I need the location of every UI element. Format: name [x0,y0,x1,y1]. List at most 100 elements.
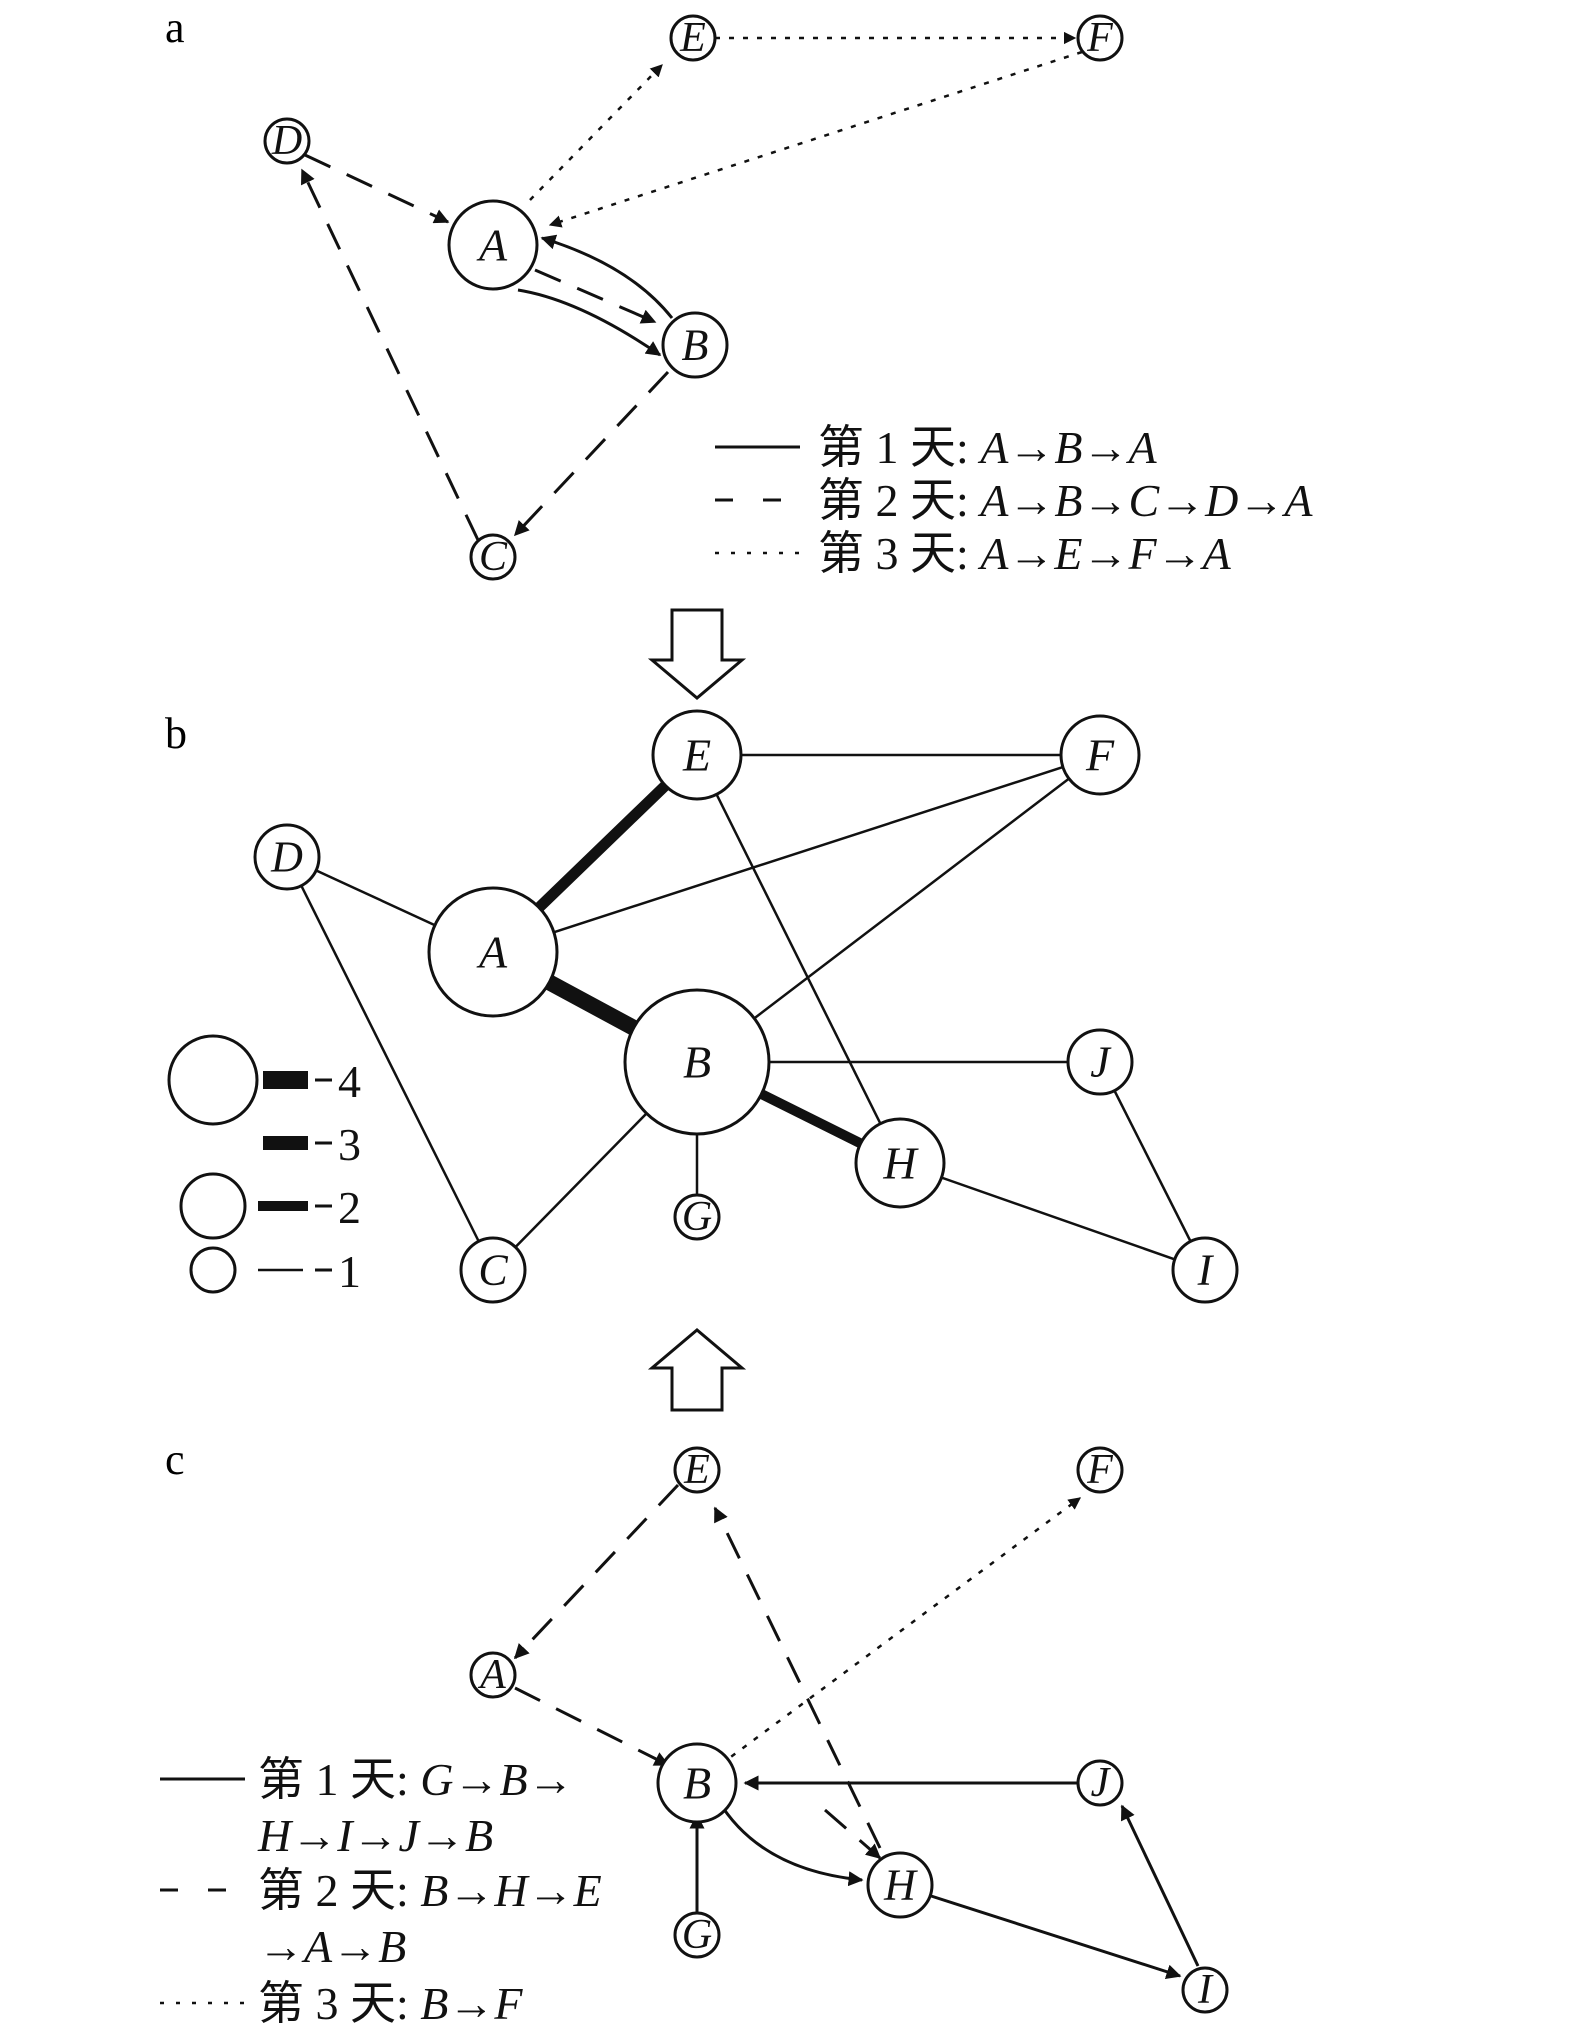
legend-c-day1: 第 1 天: G→B→ [258,1754,574,1805]
edge-a-day3-F-to-A [548,50,1083,228]
legend-a-day1: 第 1 天: A→B→A [818,422,1157,473]
svg-text:I: I [1197,1246,1215,1295]
svg-text:E: E [682,730,711,781]
panel-a-label: a [165,3,185,52]
edge-c-day2-B-to-H [824,1808,882,1860]
svg-text:G: G [682,1194,712,1240]
node-b-J: J [1066,1028,1134,1096]
svg-text:J: J [1091,1760,1112,1806]
scale-label-1: 1 [338,1246,361,1297]
svg-text:J: J [1090,1038,1112,1087]
legend-a-day3: 第 3 天: A→E→F→A [818,528,1232,579]
edge-c-day2-A-to-B [514,1686,670,1767]
svg-text:A: A [476,220,508,271]
scale-label-2: 2 [338,1182,361,1233]
scale-node-1 [189,1246,237,1294]
svg-text:A: A [477,1652,506,1698]
node-a-E: E [669,14,717,62]
node-b-G: G [673,1193,721,1241]
edge-a-day2-A-to-B [534,268,657,324]
svg-text:B: B [683,1758,711,1809]
node-c-E: E [673,1446,721,1494]
scale-edge-2 [258,1201,308,1211]
panel-c-label: c [165,1435,185,1484]
node-a-D: D [263,117,311,165]
edge-b-H-I [899,1161,1206,1272]
panel-b-label: b [165,709,187,758]
node-c-I: I [1181,1966,1229,2014]
svg-text:E: E [679,15,706,61]
scale-node-4 [167,1034,259,1126]
legend-c-day1-cont: H→I→J→B [257,1810,493,1861]
edge-c-day1-B-to-H [716,1799,864,1887]
svg-text:H: H [883,1861,918,1910]
panel-a-legend: 第 1 天: A→B→A 第 2 天: A→B→C→D→A 第 3 天: A→E… [715,422,1313,579]
legend-c-day2: 第 2 天: B→H→E [258,1865,602,1916]
edge-c-day3-B-to-F [719,1496,1082,1767]
svg-text:B: B [683,1037,711,1088]
node-a-A: A [447,199,539,291]
node-c-H: H [866,1851,934,1919]
edge-a-day1-B-to-A [540,234,674,319]
node-b-H: H [854,1117,946,1209]
panel-c: c A B E F G H I J 第 1 天: G→B→ H→I→J→B 第 … [160,1435,1229,2024]
svg-text:D: D [271,118,302,164]
edge-c-day2-E-to-A [513,1483,680,1660]
panel-b: b A B C D E F G H I J 4 [165,709,1239,1304]
panel-c-legend: 第 1 天: G→B→ H→I→J→B 第 2 天: B→H→E →A→B 第 … [160,1754,602,2024]
node-a-F: F [1076,14,1124,62]
node-c-B: B [656,1742,738,1824]
svg-text:C: C [478,1246,508,1295]
svg-text:E: E [683,1447,710,1493]
node-c-J: J [1076,1759,1124,1807]
edge-c-day1-I-to-J [1120,1804,1200,1967]
svg-text:I: I [1197,1967,1214,2013]
arrow-down-icon [647,608,747,700]
scale-label-3: 3 [338,1119,361,1170]
edge-a-day2-B-to-C [513,370,670,537]
node-b-B: B [623,988,771,1136]
edge-a-day3-A-to-E [529,64,663,201]
node-c-G: G [673,1911,721,1959]
svg-text:G: G [682,1912,712,1958]
node-b-A: A [427,886,559,1018]
scale-edge-3 [263,1136,308,1150]
edge-a-day2-C-to-D [300,168,480,541]
svg-text:F: F [1086,1447,1113,1493]
node-a-C: C [469,533,517,581]
edge-b-J-I [1098,1061,1207,1271]
svg-text:D: D [270,833,303,882]
node-b-E: E [651,709,743,801]
arrow-up-icon [647,1328,747,1412]
panel-a: a A B C D E F 第 1 天: A→B→A 第 2 天: A→B→C→… [165,3,1313,581]
node-b-C: C [459,1236,527,1304]
edge-b-B-F [696,754,1101,1063]
legend-c-day2-cont: →A→B [258,1921,406,1972]
svg-text:B: B [682,321,709,370]
node-c-F: F [1076,1446,1124,1494]
node-c-A: A [469,1651,517,1699]
node-b-I: I [1171,1236,1239,1304]
legend-c-day3: 第 3 天: B→F [258,1978,523,2024]
svg-text:H: H [882,1138,919,1189]
scale-node-2 [179,1172,247,1240]
svg-text:F: F [1086,15,1113,61]
node-b-D: D [253,823,321,891]
svg-text:F: F [1085,730,1115,781]
edge-b-D-C [285,856,495,1271]
edge-b-A-F [492,753,1101,954]
svg-text:A: A [476,927,508,978]
edge-c-day2-H-to-E [713,1506,882,1849]
svg-text:C: C [479,534,508,580]
edge-b-E-H [695,754,902,1164]
scale-edge-4 [263,1071,308,1089]
edge-a-day1-A-to-B [517,288,662,357]
node-a-B: B [661,311,729,379]
edge-c-day1-H-to-I [927,1893,1182,1980]
node-b-F: F [1059,714,1141,796]
scale-label-4: 4 [338,1056,361,1107]
panel-b-scale-legend: 4 3 2 1 [167,1034,361,1297]
edge-a-day2-D-to-A [304,153,450,224]
legend-a-day2: 第 2 天: A→B→C→D→A [818,475,1313,526]
